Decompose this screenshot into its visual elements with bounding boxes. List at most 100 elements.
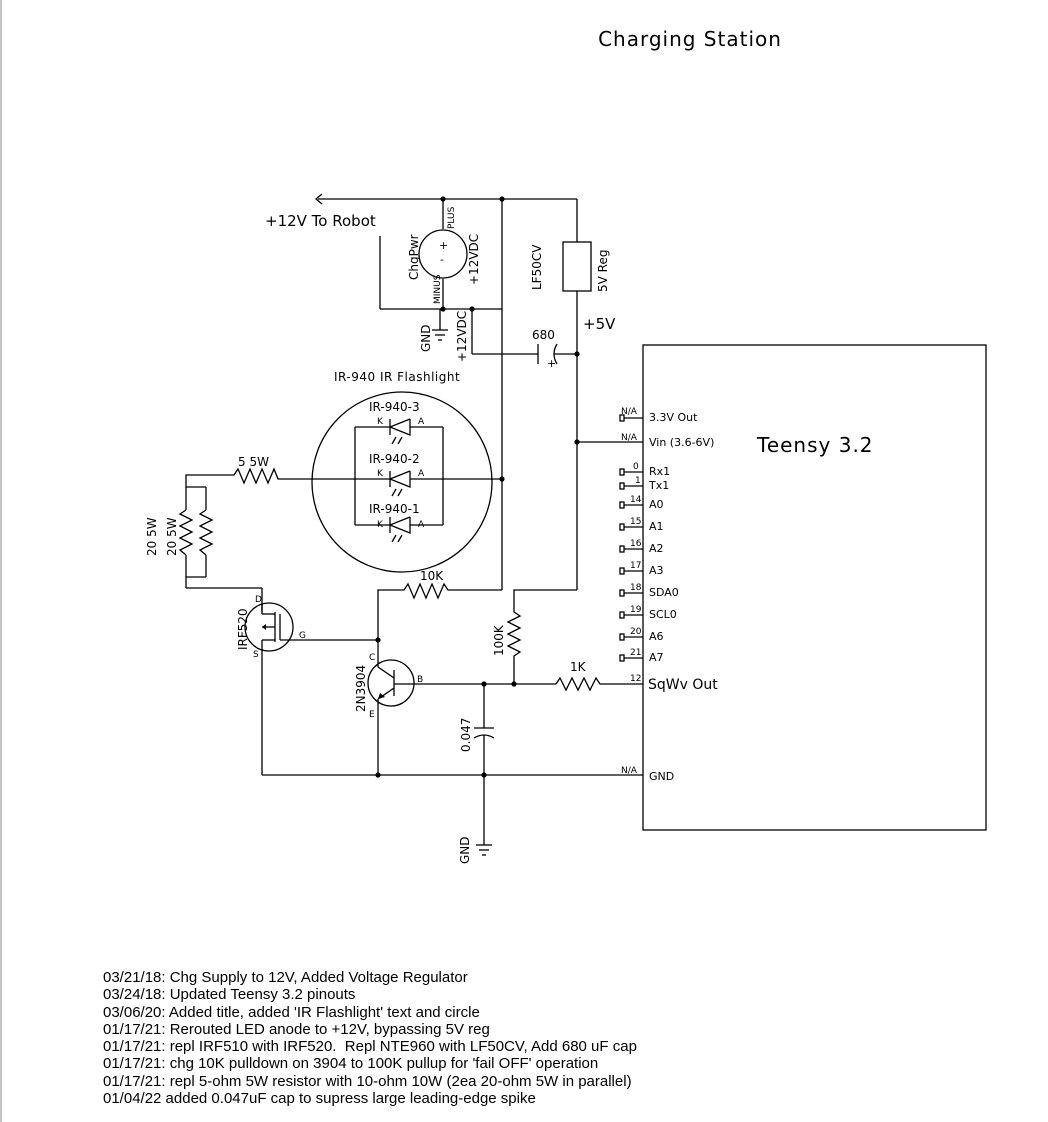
revision-note: 01/17/21: repl IRF510 with IRF520. Repl … — [103, 1038, 637, 1056]
svg-text:0: 0 — [633, 462, 639, 472]
teensy-pin: 1 Tx1 — [619, 476, 669, 492]
teensy-pin: N/A 3.3V Out — [619, 407, 698, 424]
svg-text:N/A: N/A — [621, 433, 638, 443]
led3-k-label: K — [377, 417, 384, 427]
transistor-e-label: E — [369, 710, 375, 720]
r20b-label: 20 5W — [165, 517, 179, 556]
transistor-c-label: C — [369, 653, 375, 663]
svg-text:Vin (3.6-6V): Vin (3.6-6V) — [649, 436, 714, 449]
resistors-20-ohm-parallel — [178, 479, 263, 612]
teensy-pin: 19 SCL0 — [619, 605, 677, 621]
svg-text:A0: A0 — [649, 498, 664, 511]
svg-text:+: + — [439, 239, 448, 252]
svg-text:12: 12 — [630, 674, 641, 684]
svg-text:SCL0: SCL0 — [649, 608, 677, 621]
svg-text:-: - — [440, 253, 444, 266]
revision-note: 01/04/22 added 0.047uF cap to supress la… — [103, 1090, 536, 1108]
revision-note: 01/17/21: repl 5-ohm 5W resistor with 10… — [103, 1072, 632, 1090]
svg-text:A1: A1 — [649, 520, 664, 533]
r100k-label: 100K — [492, 624, 506, 656]
svg-text:15: 15 — [630, 517, 641, 527]
mosfet-irf520-symbol — [244, 602, 378, 775]
rail-voltage-label: +12VDC — [455, 311, 469, 362]
svg-text:21: 21 — [630, 648, 641, 658]
ground-bottom-label: GND — [458, 836, 472, 864]
led3-a-label: A — [418, 417, 425, 427]
charger-supply-symbol: + - — [418, 229, 468, 279]
plus-label: PLUS — [447, 206, 457, 229]
regulator-symbol — [562, 241, 592, 292]
mosfet-g-label: G — [299, 631, 306, 641]
svg-text:SDA0: SDA0 — [649, 586, 679, 599]
teensy-pin: 18 SDA0 — [619, 583, 679, 599]
transistor-2n3904-symbol — [367, 640, 556, 775]
capacitor-680 — [537, 343, 558, 365]
svg-text:GND: GND — [649, 770, 674, 783]
teensy-pin: 15 A1 — [619, 517, 664, 533]
revision-note: 01/17/21: Rerouted LED anode to +12V, by… — [103, 1020, 490, 1038]
teensy-pin: 0 Rx1 — [619, 462, 670, 478]
teensy-pin: 21 A7 — [619, 648, 664, 664]
ir-flashlight-label: IR-940 IR Flashlight — [334, 370, 460, 384]
plus5v-label: +5V — [583, 315, 616, 333]
ground-top-label: GND — [419, 324, 433, 352]
resistor-1k — [555, 676, 643, 692]
teensy-pin: 14 A0 — [619, 495, 664, 511]
svg-text:16: 16 — [630, 539, 642, 549]
led2-label: IR-940-2 — [369, 452, 420, 466]
led-3-symbol — [388, 418, 411, 445]
led2-k-label: K — [377, 469, 384, 479]
svg-text:A7: A7 — [649, 651, 664, 664]
svg-text:Tx1: Tx1 — [648, 479, 669, 492]
resistor-100k — [506, 589, 577, 684]
teensy-pin: N/A Vin (3.6-6V) — [621, 433, 714, 449]
led1-a-label: A — [418, 520, 425, 530]
led-1-symbol — [388, 516, 411, 543]
led1-label: IR-940-1 — [369, 502, 420, 516]
supply-voltage-label: +12VDC — [467, 234, 481, 285]
ground-wiring — [262, 774, 643, 856]
svg-text:14: 14 — [630, 495, 642, 505]
cap047-label: 0.047 — [459, 718, 473, 752]
r20a-label: 20 5W — [145, 517, 159, 556]
ground-symbol-top — [432, 329, 448, 341]
svg-text:18: 18 — [630, 583, 642, 593]
lf50cv-label: LF50CV — [530, 244, 544, 290]
svg-text:N/A: N/A — [621, 407, 638, 417]
mosfet-d-label: D — [255, 595, 262, 605]
svg-text:1: 1 — [635, 476, 641, 486]
teensy-name: Teensy 3.2 — [756, 433, 874, 457]
svg-text:A2: A2 — [649, 542, 664, 555]
teensy-pin: 20 A6 — [619, 627, 664, 643]
svg-text:A6: A6 — [649, 630, 664, 643]
q2n3904-label: 2N3904 — [354, 665, 368, 712]
revision-note: 01/17/21: chg 10K pulldown on 3904 to 10… — [103, 1055, 599, 1073]
revision-notes: 03/21/18: Chg Supply to 12V, Added Volta… — [103, 969, 637, 1107]
minus-label: MINUS — [433, 274, 443, 304]
teensy-pin: 12 SqWv Out — [630, 674, 718, 693]
irf520-label: IRF520 — [236, 608, 250, 650]
svg-text:19: 19 — [630, 605, 642, 615]
diagram-title: Charging Station — [598, 27, 782, 51]
ir-flashlight-circle — [311, 391, 493, 573]
transistor-b-label: B — [417, 675, 423, 685]
svg-text:3.3V Out: 3.3V Out — [649, 411, 698, 424]
r5-label: 5 5W — [238, 455, 269, 469]
svg-text:N/A: N/A — [621, 766, 638, 776]
r10k-label: 10K — [420, 569, 444, 583]
svg-text:A3: A3 — [649, 564, 664, 577]
teensy-pin: 16 A2 — [619, 539, 664, 555]
led-array-wiring — [280, 426, 502, 526]
capacitor-047 — [473, 684, 495, 775]
mosfet-s-label: S — [253, 650, 259, 660]
revision-note: 03/21/18: Chg Supply to 12V, Added Volta… — [103, 969, 468, 986]
teensy-pin: 17 A3 — [619, 561, 664, 577]
cap680-label: 680 — [532, 328, 555, 342]
svg-text:SqWv Out: SqWv Out — [648, 677, 718, 693]
to-robot-label: +12V To Robot — [265, 212, 376, 230]
teensy-pins: N/A 3.3V Out N/A Vin (3.6-6V) 0 Rx1 1 Tx… — [619, 407, 718, 783]
led1-k-label: K — [377, 520, 384, 530]
teensy-pin: N/A GND — [621, 766, 674, 783]
regulator-5v-label: 5V Reg — [596, 250, 610, 292]
